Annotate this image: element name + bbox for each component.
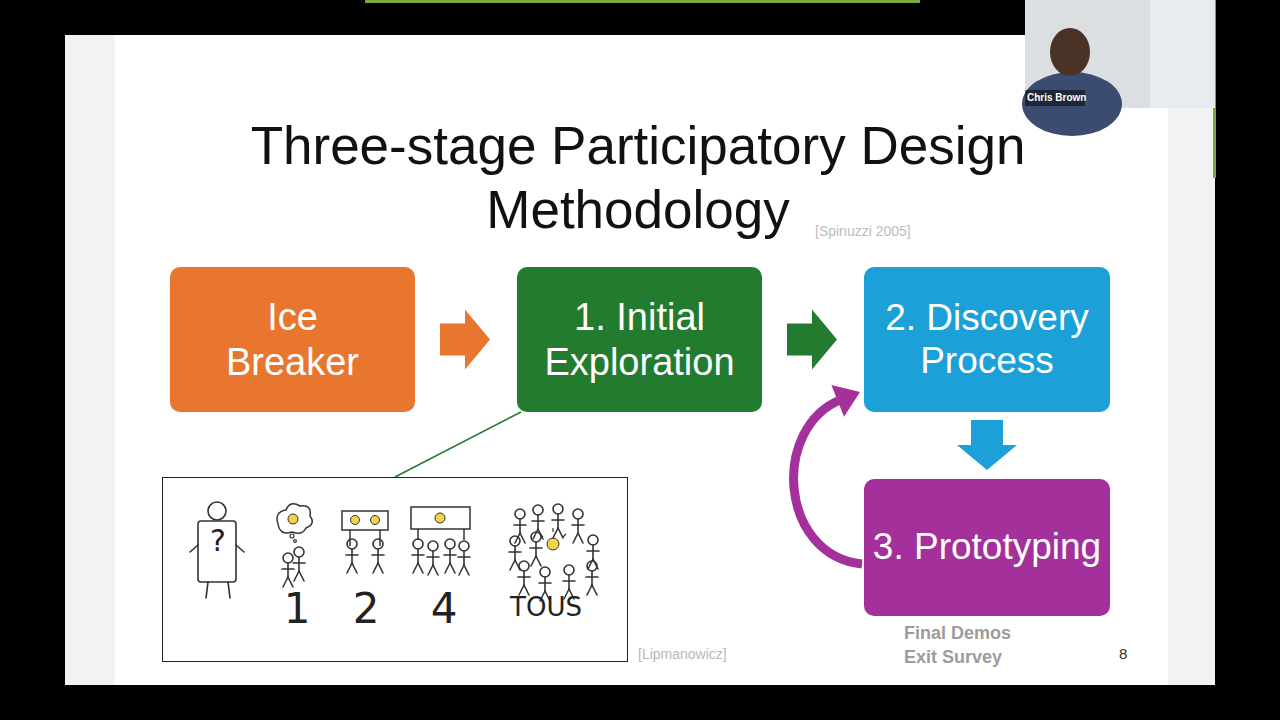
shape-use <box>586 561 598 595</box>
shape-ellipse <box>1022 72 1122 136</box>
shape-polygon <box>957 420 1017 470</box>
stage-label: 3. Prototyping <box>873 526 1101 569</box>
stage-box: Ice Breaker <box>170 267 415 412</box>
shape-use <box>346 539 358 573</box>
shape-line <box>228 582 230 598</box>
shape-use <box>514 509 526 543</box>
shape-rect <box>198 521 236 582</box>
citation: [Spinuzzi 2005] <box>815 223 911 239</box>
shape-polygon <box>440 310 490 370</box>
quad-group <box>411 507 470 575</box>
shape-line <box>190 545 198 552</box>
stage-label: 2. Discovery Process <box>868 297 1106 383</box>
stage-box: 3. Prototyping <box>864 479 1110 616</box>
shape-line <box>552 528 553 532</box>
sketch-label: 2 <box>353 588 380 630</box>
shape-use <box>572 509 584 543</box>
shape-path <box>277 504 312 534</box>
shape-circle <box>371 516 380 525</box>
flow-arrow <box>440 310 490 370</box>
stage-box: 2. Discovery Process <box>864 267 1110 412</box>
flow-arrow <box>395 412 521 477</box>
citation: [Lipmanowicz] <box>638 646 727 662</box>
shape-rect <box>411 507 470 529</box>
shape-circle <box>288 514 298 524</box>
shape-line <box>563 534 566 537</box>
accent-bar <box>365 0 920 3</box>
shape-use <box>293 547 305 581</box>
shape-rect <box>1150 0 1215 108</box>
flow-arrow <box>957 420 1017 470</box>
thinking-person <box>277 504 312 587</box>
shape-use <box>532 505 544 539</box>
shape-use <box>444 539 456 573</box>
crowd-group <box>509 504 599 601</box>
sketch-label: TOUS <box>510 594 582 620</box>
shape-ellipse <box>1050 28 1090 76</box>
shape-circle <box>547 538 559 550</box>
shape-use <box>552 504 564 538</box>
page-number: 8 <box>1119 645 1127 662</box>
pair-group <box>342 511 388 573</box>
stage-box: 1. Initial Exploration <box>517 267 762 412</box>
slide-title: Three-stage Participatory Design Methodo… <box>138 114 1138 242</box>
note: Final Demos Exit Survey <box>904 621 1034 669</box>
shape-line <box>395 412 521 477</box>
stage-label: 1. Initial Exploration <box>523 295 756 383</box>
shape-polygon <box>831 385 860 417</box>
stage-label: Ice Breaker <box>210 295 375 383</box>
shape-use <box>530 532 542 566</box>
flow-arrow <box>787 310 837 370</box>
shape-rect <box>1025 0 1215 108</box>
shape-path <box>794 399 862 564</box>
shape-circle <box>351 516 360 525</box>
participant-name: Chris Brown <box>1027 92 1086 103</box>
shape-use <box>458 541 470 575</box>
shape-rect <box>342 511 388 530</box>
shape-use <box>372 539 384 573</box>
illustration-frame: ? 12 4 TOUS <box>162 477 628 662</box>
shape-circle <box>290 534 294 538</box>
shape-use <box>427 541 439 575</box>
shape-line <box>206 582 208 598</box>
shape-circle <box>435 513 445 523</box>
shape-line <box>349 530 351 546</box>
shape-use <box>282 553 294 587</box>
shape-line <box>236 545 244 552</box>
shape-circle <box>294 540 297 543</box>
sketch-label: 4 <box>431 588 458 630</box>
sketch-label: 1 <box>284 588 311 630</box>
sign-person <box>190 502 244 598</box>
shape-use <box>412 539 424 573</box>
shape-line <box>379 530 381 546</box>
shape-circle <box>208 502 226 520</box>
flow-arrow <box>794 385 862 564</box>
shape-polygon <box>787 310 837 370</box>
shape-use <box>518 561 530 595</box>
shape-line <box>463 529 465 540</box>
webcam-thumbnail <box>1022 0 1215 136</box>
sketch-label: ? <box>210 526 226 556</box>
